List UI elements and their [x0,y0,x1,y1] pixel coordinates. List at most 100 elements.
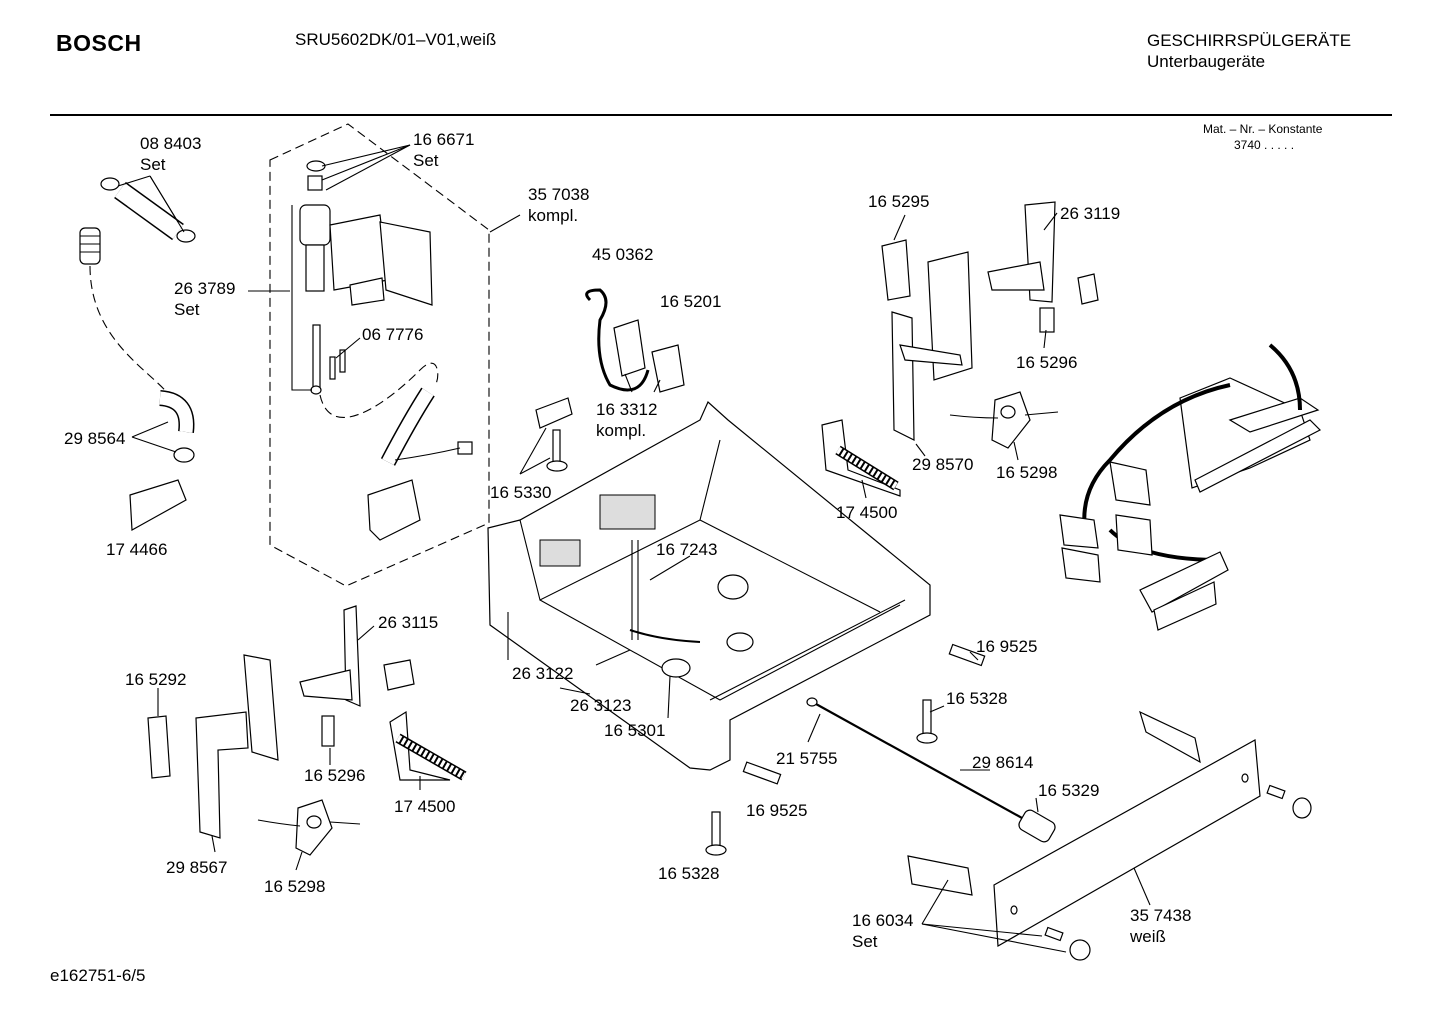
header-divider [50,114,1392,116]
heater-lower-part [389,710,467,781]
heater-17-4500-part [821,419,901,497]
part-label: 16 9525 [976,637,1037,656]
part-number: 29 8570 [912,455,973,474]
part-label: 16 5296 [1016,353,1077,372]
part-label: 17 4500 [836,503,897,522]
part-label: 16 5292 [125,670,186,689]
heater-hose-part [380,387,473,466]
part-number: 16 5298 [996,463,1057,482]
part-number: 16 5298 [264,877,325,896]
hose-dashed-path [89,265,171,397]
part-number: 26 3119 [1060,204,1120,223]
screw-16-9525-right [948,643,986,667]
hinge-bracket-part [881,239,973,441]
part-number: 26 3789 [174,279,235,298]
part-note: kompl. [596,421,646,440]
part-label: 17 4500 [394,797,455,816]
screw-16-5328-right [916,699,938,744]
part-label: 16 3312 kompl. [596,400,657,440]
wiring-harness-part [1059,343,1322,631]
float-switch-part [367,479,421,541]
part-number: 35 7438 [1130,906,1191,925]
front-panel-part [907,710,1312,961]
part-number: 21 5755 [776,749,837,768]
part-number: 16 5295 [868,192,929,211]
part-label: 29 8614 [972,753,1033,772]
part-number: 16 9525 [746,801,807,820]
part-label: 21 5755 [776,749,837,768]
switch-16-5298-part [949,391,1059,449]
part-number: 17 4500 [836,503,897,522]
part-label: 16 5296 [304,766,365,785]
valve-assembly-part [299,160,433,395]
bracket-26-3115-part [299,605,415,747]
part-number: 16 5330 [490,483,551,502]
part-number: 26 3115 [378,613,438,632]
switch-lower-part [257,799,361,856]
part-number: 16 9525 [976,637,1037,656]
drawing-code: e162751-6/5 [50,966,146,985]
part-number: 16 6671 [413,130,474,149]
part-label: 26 3115 [378,613,438,632]
part-note: Set [852,932,878,951]
part-number: 06 7776 [362,325,423,344]
part-note: kompl. [528,206,578,225]
part-number: 29 8567 [166,858,227,877]
part-label: 16 5201 [660,292,721,311]
bracket-26-3119-part [987,201,1099,333]
part-label: 16 5329 [1038,781,1099,800]
screw-16-9525-lower [742,761,782,785]
screw-16-5328-lower [705,811,727,856]
part-note: Set [413,151,439,170]
part-label: 29 8564 [64,429,125,448]
mat-value: 3740 . . . . . [1234,138,1295,152]
spring-coil-part [79,227,101,265]
brand-logo: BOSCH [56,30,142,56]
part-number: 16 5296 [304,766,365,785]
assembly-outline [269,123,490,587]
part-number: 16 7243 [656,540,717,559]
part-label: 29 8567 [166,858,227,877]
part-number: 16 3312 [596,400,657,419]
part-label: 16 5330 [490,483,551,502]
part-number: 35 7038 [528,185,589,204]
part-number: 08 8403 [140,134,201,153]
bracket-part [129,479,187,531]
part-number: 16 5329 [1038,781,1099,800]
subcategory-title: Unterbaugeräte [1147,52,1266,71]
part-number: 16 5201 [660,292,721,311]
part-number: 16 5301 [604,721,665,740]
knob-16-5329-part [1018,809,1056,843]
part-label: 26 3123 [570,696,631,715]
model-number: SRU5602DK/01–V01,weiß [295,30,497,49]
part-number: 16 5292 [125,670,186,689]
mat-label: Mat. – Nr. – Konstante [1203,122,1323,136]
part-note: weiß [1129,927,1166,946]
part-label: 16 5295 [868,192,929,211]
part-label: 16 5298 [996,463,1057,482]
base-tub-part [487,401,931,771]
part-label: 16 5328 [946,689,1007,708]
part-number: 16 5328 [946,689,1007,708]
part-label: 45 0362 [592,245,653,264]
bracket-29-8567-part [147,654,279,839]
bracket-screw-part [535,397,573,472]
part-number: 16 6034 [852,911,913,930]
part-note: Set [140,155,166,174]
part-number: 26 3123 [570,696,631,715]
part-label: 16 5301 [604,721,665,740]
part-note: Set [174,300,200,319]
part-number: 29 8614 [972,753,1033,772]
part-number: 17 4500 [394,797,455,816]
tube-dashed-path [319,362,439,418]
part-label: 16 5328 [658,864,719,883]
part-number: 26 3122 [512,664,573,683]
category-title: GESCHIRRSPÜLGERÄTE [1147,31,1352,50]
part-number: 16 5296 [1016,353,1077,372]
